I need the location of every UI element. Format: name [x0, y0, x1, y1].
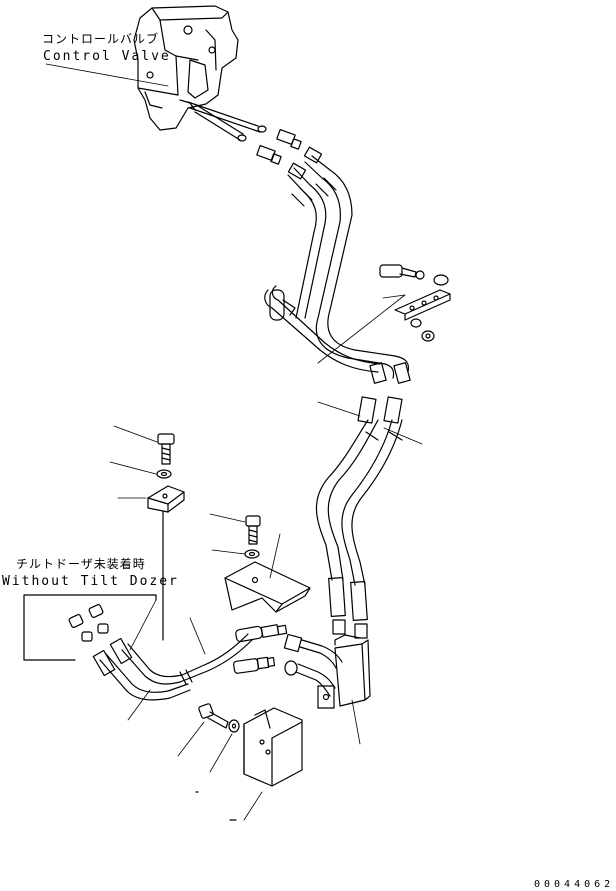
- tube-leader-1: [189, 617, 206, 655]
- washer-leader-1: [109, 461, 157, 475]
- control-valve-label-jp: コントロールバルブ: [42, 32, 160, 46]
- plate-leader: [269, 533, 281, 579]
- without-tilt-label-jp: チルトドーザ未装着時: [16, 557, 146, 571]
- upper-hose-pair: [287, 146, 410, 379]
- middle-plate-assembly: [224, 515, 311, 613]
- lower-left-tube: [92, 624, 288, 701]
- lower-short-hoses: [283, 633, 343, 697]
- bolt-leader-1: [113, 425, 158, 443]
- control-valve-label-en: Control Valve: [43, 49, 171, 64]
- control-valve-leader: [45, 63, 169, 87]
- drawing-number: 00044062: [534, 879, 615, 890]
- lower-bracket-assembly: [198, 703, 303, 787]
- clamp-leader-1: [317, 294, 406, 364]
- washer-leader-3: [209, 733, 233, 773]
- hose-leader-1: [317, 401, 361, 417]
- bolt-leader-3: [177, 721, 205, 757]
- clamp-assembly-upper: [379, 264, 451, 342]
- junction-leader: [351, 699, 361, 745]
- bracket-leader: [243, 791, 263, 821]
- washer-leader-2: [211, 549, 246, 555]
- hose-leader-2: [383, 427, 423, 445]
- clamp-leader-2: [382, 294, 406, 299]
- main-hose-pair: [315, 396, 403, 639]
- without-tilt-box: [23, 594, 157, 661]
- tilt-box-leader: [129, 599, 157, 651]
- tube-leader-2: [127, 689, 151, 721]
- valve-port-pins: [187, 101, 267, 142]
- left-bolt-assembly: [147, 433, 185, 641]
- without-tilt-label-en: Without Tilt Dozer: [2, 574, 179, 589]
- u-bend-hose: [264, 285, 411, 384]
- upper-fittings: [256, 128, 302, 165]
- bolt-leader-2: [209, 513, 246, 523]
- control-valve-body: [133, 5, 239, 131]
- lower-junction-block: [317, 634, 371, 709]
